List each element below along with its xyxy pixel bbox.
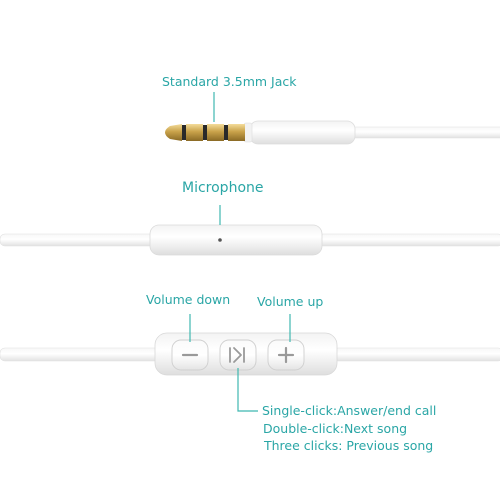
jack-tip <box>165 124 182 141</box>
double-click-label: Double-click:Next song <box>263 421 408 436</box>
jack-collar <box>243 122 253 143</box>
jack-sleeve <box>228 124 245 141</box>
microphone-assembly <box>0 205 500 256</box>
volume-down-button[interactable] <box>171 339 209 371</box>
play-pause-button[interactable] <box>219 339 257 371</box>
microphone-label: Microphone <box>182 180 264 196</box>
jack-plug-body <box>249 120 356 145</box>
jack-insulator-ring <box>224 125 228 140</box>
remote-cable-right <box>332 347 500 362</box>
remote-control-assembly <box>0 314 500 412</box>
volume-down-label: Volume down <box>146 292 231 307</box>
mic-cable-right <box>317 233 500 247</box>
audio-jack-assembly <box>165 92 500 145</box>
play-pause-callout-line <box>237 368 258 412</box>
microphone-hole <box>218 238 222 242</box>
jack-ring-1 <box>186 124 203 141</box>
jack-label: Standard 3.5mm Jack <box>162 74 297 89</box>
jack-cable <box>349 126 500 139</box>
volume-up-button[interactable] <box>267 339 305 371</box>
mic-cable-left <box>0 233 156 247</box>
jack-insulator-ring <box>203 125 207 140</box>
three-clicks-label: Three clicks: Previous song <box>264 438 434 453</box>
plus-icon <box>277 346 295 364</box>
remote-cable-left <box>0 347 161 362</box>
microphone-housing <box>149 224 323 256</box>
single-click-label: Single-click:Answer/end call <box>262 403 437 418</box>
jack-ring-2 <box>207 124 224 141</box>
play-pause-icon <box>229 347 245 363</box>
volume-up-label: Volume up <box>257 294 324 309</box>
jack-insulator-ring <box>182 125 186 140</box>
